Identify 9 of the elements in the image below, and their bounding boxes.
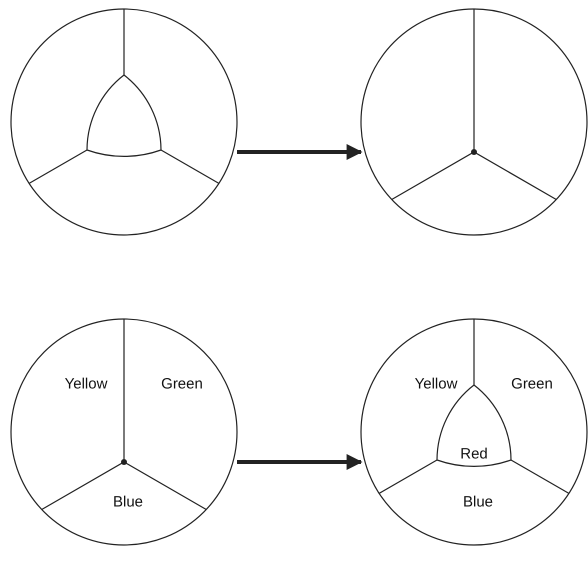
region-label: Blue (462, 494, 494, 510)
region-label: Yellow (64, 376, 108, 392)
region-label: Yellow (414, 376, 458, 392)
region-label: Red (460, 446, 488, 462)
region-label: Green (511, 376, 553, 392)
region-label: Blue (112, 494, 144, 510)
region-label: Green (161, 376, 203, 392)
arrow (237, 454, 363, 470)
arrow (237, 144, 363, 160)
